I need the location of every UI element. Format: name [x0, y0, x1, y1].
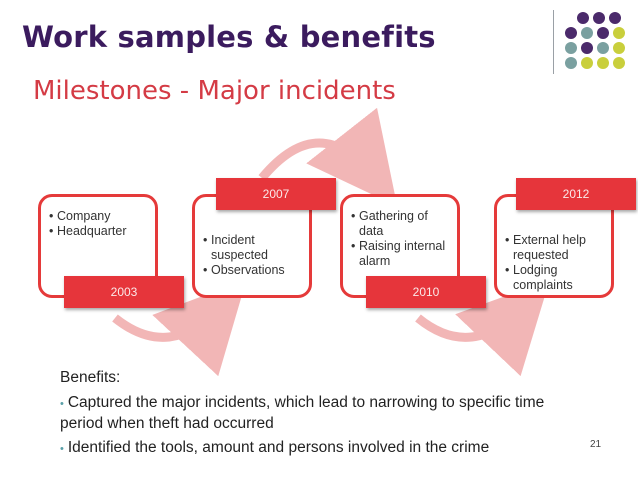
benefit-item-1: •Captured the major incidents, which lea… — [60, 393, 580, 433]
dot — [565, 27, 577, 39]
header-divider — [553, 10, 554, 74]
arrow-lower-2 — [415, 279, 550, 377]
page-number: 21 — [590, 439, 602, 450]
milestone-item: Observations — [203, 263, 303, 278]
dot — [581, 57, 593, 69]
dot — [613, 57, 625, 69]
dot — [613, 42, 625, 54]
dot — [581, 42, 593, 54]
arrow-lower-1 — [112, 279, 247, 377]
slide-title: Work samples & benefits — [22, 20, 436, 54]
milestone-item: Incident suspected — [203, 233, 303, 263]
bullet-icon: • — [60, 443, 64, 455]
milestone-year-4: 2012 — [516, 178, 636, 210]
benefit-text: Captured the major incidents, which lead… — [60, 394, 545, 432]
dot — [565, 42, 577, 54]
milestone-year-1: 2003 — [64, 276, 184, 308]
milestone-item: Gathering of data — [351, 209, 451, 239]
milestone-year-3: 2010 — [366, 276, 486, 308]
benefits-section: Benefits: •Captured the major incidents,… — [60, 368, 580, 459]
milestone-box-2: Incident suspected Observations — [192, 194, 312, 298]
dot — [597, 27, 609, 39]
milestone-item: Headquarter — [49, 224, 149, 239]
milestone-item: Lodging complaints — [505, 263, 605, 293]
dot — [597, 42, 609, 54]
milestone-item: External help requested — [505, 233, 605, 263]
milestone-box-4: External help requested Lodging complain… — [494, 194, 614, 298]
milestone-year-2: 2007 — [216, 178, 336, 210]
dot — [577, 12, 589, 24]
decorative-dot-grid — [565, 12, 635, 76]
dot — [609, 12, 621, 24]
dot — [613, 27, 625, 39]
arrow-upper-1 — [258, 107, 398, 207]
milestone-item: Raising internal alarm — [351, 239, 451, 269]
dot — [581, 27, 593, 39]
benefit-item-2: •Identified the tools, amount and person… — [60, 438, 580, 459]
dot — [565, 57, 577, 69]
milestone-item: Company — [49, 209, 149, 224]
dot — [593, 12, 605, 24]
benefits-heading: Benefits: — [60, 369, 121, 386]
slide-subtitle: Milestones - Major incidents — [33, 76, 396, 106]
benefit-text: Identified the tools, amount and persons… — [67, 439, 490, 456]
bullet-icon: • — [60, 398, 64, 410]
dot — [597, 57, 609, 69]
